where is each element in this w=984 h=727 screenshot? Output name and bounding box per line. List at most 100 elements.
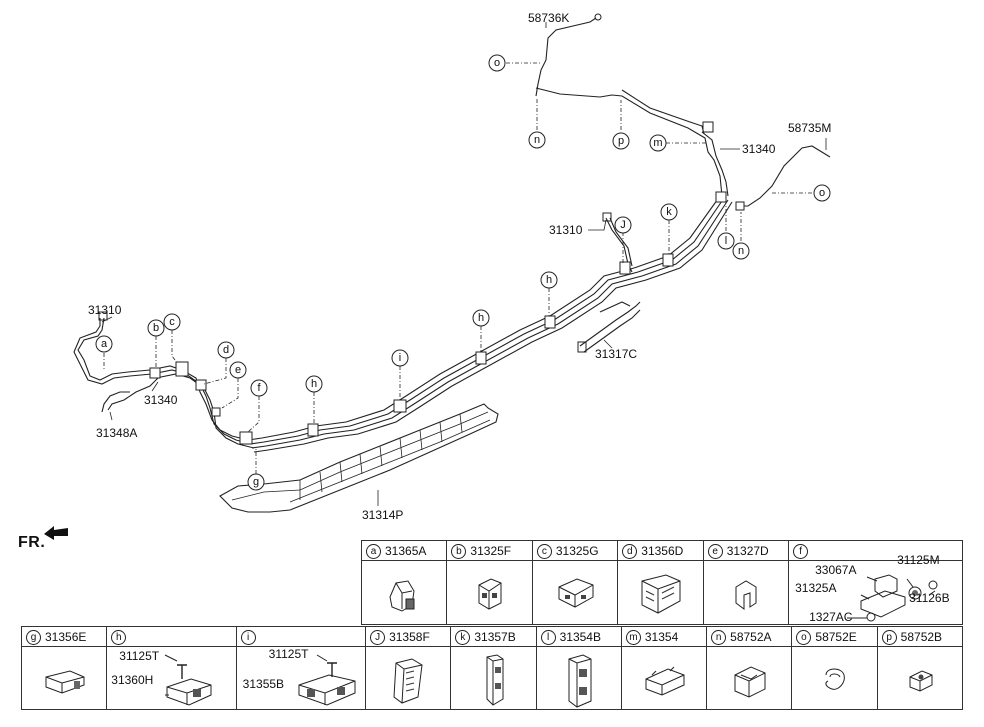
clip-31356E-icon (45, 670, 85, 694)
legend-cell-p-image (876, 646, 964, 710)
protector-31314P (219, 403, 499, 513)
label-31317C: 31317C (595, 347, 637, 361)
legend-cell-a-image (360, 560, 448, 625)
legend-cell-l-image (535, 646, 622, 710)
clip-31365A-icon (389, 580, 415, 612)
clip-31356D-icon (641, 574, 681, 614)
label-58735M: 58735M (788, 121, 831, 135)
subpart-31125T-i: 31125T (268, 647, 309, 661)
label-31340-top: 31340 (742, 142, 776, 156)
callout-k: k (660, 203, 678, 221)
subpart-33067A: 33067A (815, 563, 857, 577)
svg-text:o: o (819, 187, 825, 199)
label-31348A: 31348A (96, 426, 137, 440)
callout-h-3: h (305, 375, 323, 393)
callout-a: a (95, 335, 113, 353)
svg-text:J: J (620, 219, 626, 231)
clip-31357B-icon (486, 654, 504, 706)
callout-d: d (217, 341, 235, 359)
legend-cell-c-image (531, 560, 619, 625)
clip-31358F-icon (393, 658, 423, 704)
legend-cell-f-image: 33067A 31125M 31325A 31126B 1327AC (788, 553, 963, 625)
callout-o-top: o (488, 54, 506, 72)
callout-i: i (391, 349, 409, 367)
svg-text:o: o (494, 57, 500, 69)
legend-cell-b-image (446, 560, 533, 625)
callout-o-right: o (813, 184, 831, 202)
bracket-31317C (577, 301, 641, 353)
subpart-31126B: 31126B (909, 591, 950, 605)
clip-58752E-icon (825, 668, 846, 690)
clip-31327D-icon (735, 580, 757, 610)
front-direction-label: FR. (18, 534, 46, 551)
subpart-31125M: 31125M (897, 553, 940, 567)
svg-text:l: l (725, 235, 727, 247)
svg-text:c: c (169, 316, 175, 328)
legend-cell-g-image (20, 646, 108, 710)
svg-text:i: i (399, 352, 401, 364)
svg-text:h: h (478, 312, 484, 324)
legend-cell-n-image (706, 646, 793, 710)
label-31310-left: 31310 (88, 303, 122, 317)
legend-cell-k-image (450, 646, 537, 710)
clip-assembly-i-icon (298, 654, 356, 706)
label-58736K: 58736K (528, 11, 569, 25)
svg-text:f: f (257, 382, 261, 394)
callout-n-right: n (732, 242, 750, 260)
subpart-31355B: 31355B (242, 677, 285, 691)
callout-c: c (163, 313, 181, 331)
callout-l: l (717, 232, 735, 250)
main-pipe-bundle (247, 191, 745, 453)
svg-text:h: h (311, 378, 317, 390)
clip-31354B-icon (568, 654, 592, 708)
legend-cell-e-image (702, 560, 790, 625)
svg-text:p: p (618, 135, 624, 147)
callout-f: f (250, 379, 268, 397)
callout-h-1: h (540, 271, 558, 289)
svg-text:n: n (534, 134, 540, 146)
legend-cell-f-header: f (788, 540, 963, 561)
legend-cell-i-image: 31125T 31355B (235, 646, 367, 710)
clip-assembly-f-icon (847, 574, 938, 622)
callout-n-top: n (528, 131, 546, 149)
svg-text:m: m (653, 137, 662, 149)
callout-e: e (229, 361, 247, 379)
clip-assembly-h-icon (165, 654, 212, 706)
label-31310-mid: 31310 (549, 223, 583, 237)
svg-text:k: k (666, 206, 672, 218)
leader-lines (101, 22, 827, 506)
label-31314P: 31314P (362, 508, 403, 522)
clip-58752A-icon (734, 666, 766, 698)
legend-cell-d-image (617, 560, 704, 625)
upper-pipe-group (535, 13, 831, 207)
clip-31354-icon (645, 666, 685, 696)
legend-cell-i-header: i (235, 626, 367, 647)
svg-text:a: a (101, 338, 108, 350)
subpart-31360H: 31360H (111, 673, 154, 687)
svg-text:e: e (235, 364, 241, 376)
svg-text:h: h (546, 274, 552, 286)
clip-58752B-icon (909, 670, 933, 692)
legend-cell-h-image: 31125T 31360H (106, 646, 237, 710)
callout-g: g (247, 473, 265, 491)
subpart-31325A: 31325A (795, 581, 837, 595)
left-pipe-group (73, 311, 255, 449)
legend-cell-J-image (365, 646, 452, 710)
subpart-31125T-h: 31125T (119, 649, 160, 663)
legend-cell-h-header: h (106, 626, 237, 647)
subpart-1327AC: 1327AC (809, 610, 853, 624)
svg-text:d: d (223, 344, 229, 356)
